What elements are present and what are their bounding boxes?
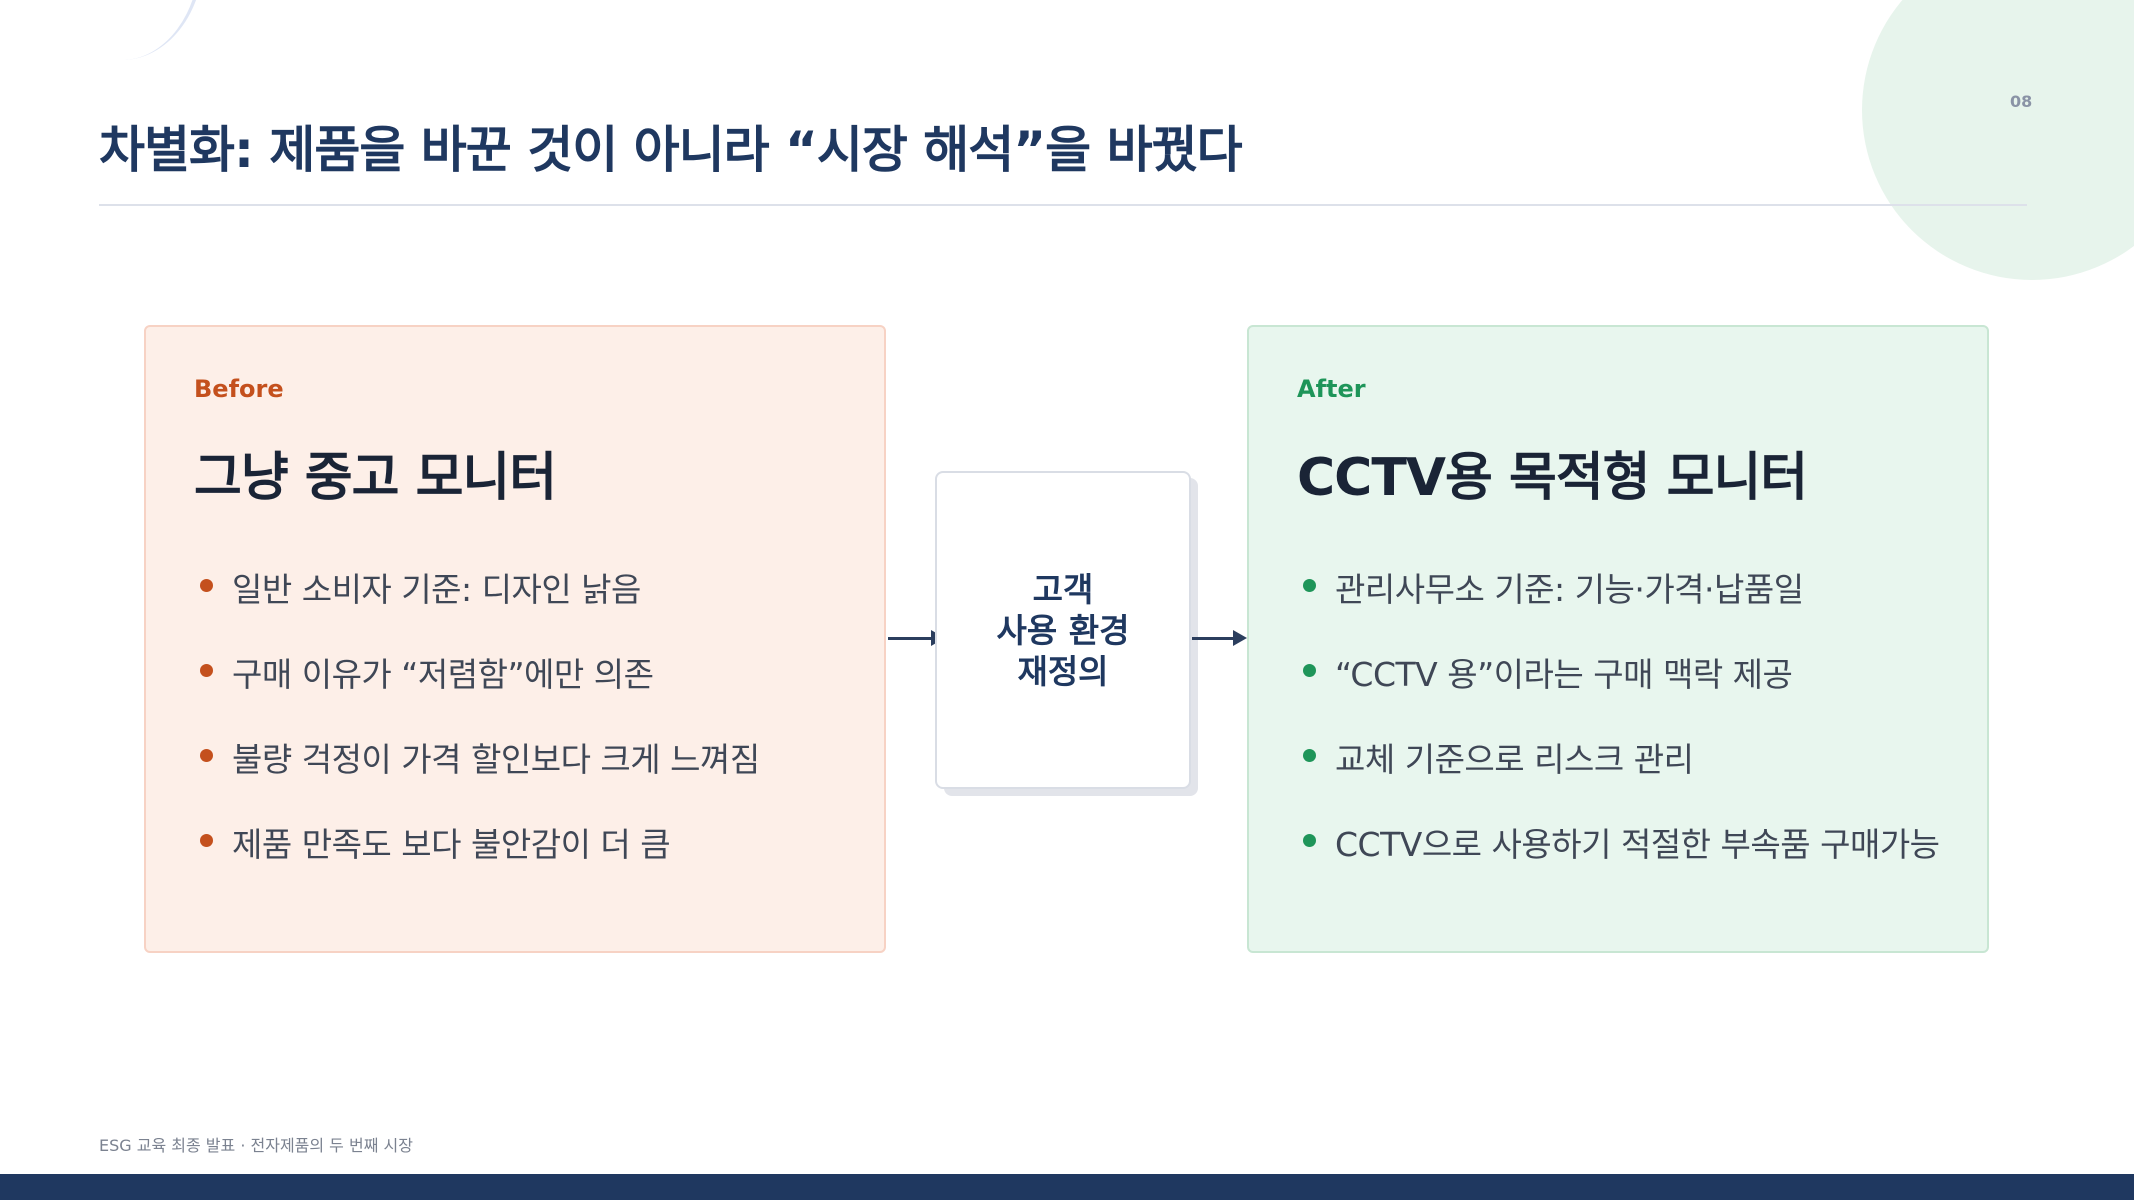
bullet-text: 제품 만족도 보다 불안감이 더 큼 <box>232 825 671 864</box>
bullet-dot-icon <box>1303 749 1316 762</box>
after-bullet: 관리사무소 기준: 기능·가격·납품일 <box>1297 563 1940 648</box>
before-tag: Before <box>194 375 284 403</box>
before-bullet: 제품 만족도 보다 불안감이 더 큼 <box>194 818 760 903</box>
page-number: 08 <box>2010 92 2033 111</box>
decorative-circle <box>1862 0 2134 280</box>
bullet-dot-icon <box>200 834 213 847</box>
footer-bar <box>0 1174 2134 1200</box>
bullet-dot-icon <box>200 749 213 762</box>
center-label: 고객 사용 환경 재정의 <box>996 569 1130 691</box>
arrow-right-icon <box>1192 628 1247 648</box>
before-bullet: 일반 소비자 기준: 디자인 낡음 <box>194 563 760 648</box>
after-bullet: 교체 기준으로 리스크 관리 <box>1297 733 1940 818</box>
after-tag: After <box>1297 375 1366 403</box>
bullet-dot-icon <box>200 579 213 592</box>
bullet-text: 관리사무소 기준: 기능·가격·납품일 <box>1335 570 1804 609</box>
bullet-text: 교체 기준으로 리스크 관리 <box>1335 740 1694 779</box>
bullet-dot-icon <box>1303 579 1316 592</box>
before-bullet: 불량 걱정이 가격 할인보다 크게 느껴짐 <box>194 733 760 818</box>
decorative-arc <box>40 0 204 60</box>
bullet-text: “CCTV 용”이라는 구매 맥락 제공 <box>1335 655 1793 694</box>
after-panel: After CCTV용 목적형 모니터 관리사무소 기준: 기능·가격·납품일 … <box>1247 325 1989 953</box>
bullet-text: 구매 이유가 “저렴함”에만 의존 <box>232 655 654 694</box>
before-bullet-list: 일반 소비자 기준: 디자인 낡음 구매 이유가 “저렴함”에만 의존 불량 걱… <box>194 563 760 903</box>
page-title: 차별화: 제품을 바꾼 것이 아니라 “시장 해석”을 바꿨다 <box>99 121 1243 179</box>
footer-caption: ESG 교육 최종 발표 · 전자제품의 두 번째 시장 <box>99 1136 413 1155</box>
center-box: 고객 사용 환경 재정의 <box>935 471 1191 789</box>
bullet-text: 불량 걱정이 가격 할인보다 크게 느껴짐 <box>232 740 760 779</box>
bullet-text: CCTV으로 사용하기 적절한 부속품 구매가능 <box>1335 825 1940 864</box>
after-bullet: CCTV으로 사용하기 적절한 부속품 구매가능 <box>1297 818 1940 903</box>
after-bullet: “CCTV 용”이라는 구매 맥락 제공 <box>1297 648 1940 733</box>
bullet-dot-icon <box>200 664 213 677</box>
after-heading: CCTV용 목적형 모니터 <box>1297 448 1808 508</box>
before-bullet: 구매 이유가 “저렴함”에만 의존 <box>194 648 760 733</box>
bullet-text: 일반 소비자 기준: 디자인 낡음 <box>232 570 641 609</box>
before-panel: Before 그냥 중고 모니터 일반 소비자 기준: 디자인 낡음 구매 이유… <box>144 325 886 953</box>
before-heading: 그냥 중고 모니터 <box>194 448 557 508</box>
bullet-dot-icon <box>1303 664 1316 677</box>
title-divider <box>99 204 2027 206</box>
after-bullet-list: 관리사무소 기준: 기능·가격·납품일 “CCTV 용”이라는 구매 맥락 제공… <box>1297 563 1940 903</box>
bullet-dot-icon <box>1303 834 1316 847</box>
